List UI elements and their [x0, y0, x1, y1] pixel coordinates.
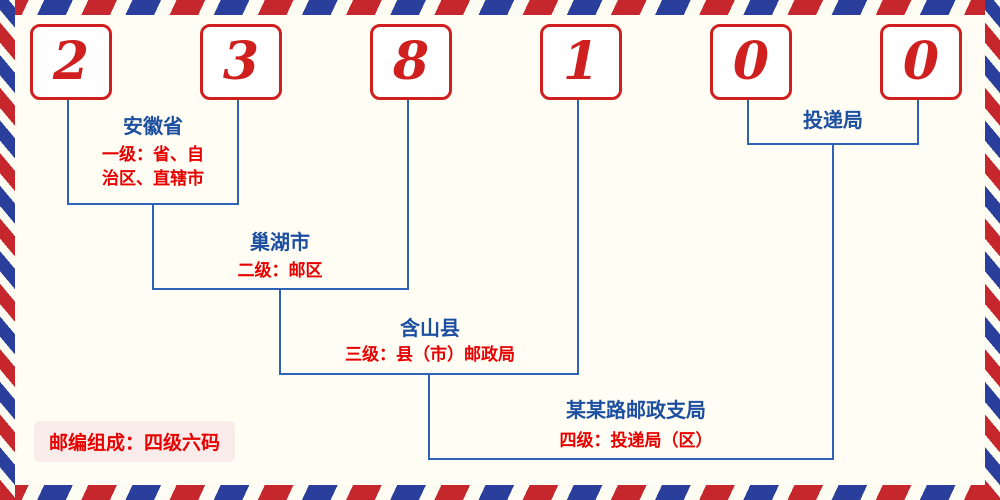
connector-city-county [279, 289, 281, 375]
digit-3: 8 [392, 31, 430, 92]
bracket-city [152, 288, 409, 290]
bracket-delivery [747, 143, 919, 145]
bracket-branch [428, 458, 834, 460]
label-province-desc-line1: 一级：省、自 [102, 145, 204, 164]
connector-digit3-city [407, 94, 409, 290]
bracket-province [67, 203, 239, 205]
digit-1: 2 [52, 31, 90, 92]
digit-5: 0 [732, 31, 770, 92]
label-delivery-office: 投递局 [803, 110, 863, 132]
digit-2: 3 [222, 31, 260, 92]
digit-box-6: 0 [880, 24, 962, 100]
connector-delivery-branch [832, 144, 834, 460]
airmail-border-bottom [0, 485, 1000, 500]
digit-box-5: 0 [710, 24, 792, 100]
digit-box-4: 1 [540, 24, 622, 100]
digit-box-1: 2 [30, 24, 112, 100]
label-county-desc: 三级：县（市）邮政局 [345, 345, 515, 364]
label-province-name: 安徽省 [123, 116, 183, 138]
label-county-name: 含山县 [400, 318, 460, 340]
label-province-desc-line2: 治区、直辖市 [102, 169, 204, 188]
airmail-border-left [0, 0, 15, 500]
bracket-county [279, 373, 579, 375]
label-city-desc: 二级：邮区 [237, 261, 323, 280]
connector-digit1-province [67, 94, 69, 205]
connector-digit4-county [577, 94, 579, 375]
digit-4: 1 [562, 31, 600, 92]
connector-county-branch [428, 374, 430, 460]
airmail-border-right [985, 0, 1000, 500]
digit-6: 0 [902, 31, 940, 92]
connector-digit2-province [237, 94, 239, 205]
label-city-name: 巢湖市 [250, 232, 310, 254]
airmail-border-top [0, 0, 1000, 15]
connector-province-city [152, 204, 154, 290]
connector-digit5-delivery [747, 94, 749, 145]
label-branch-desc: 四级：投递局（区） [559, 431, 713, 450]
digit-box-3: 8 [370, 24, 452, 100]
composition-note: 邮编组成：四级六码 [34, 421, 236, 462]
label-branch-name: 某某路邮政支局 [566, 400, 706, 422]
connector-digit6-delivery [917, 94, 919, 145]
digit-box-2: 3 [200, 24, 282, 100]
